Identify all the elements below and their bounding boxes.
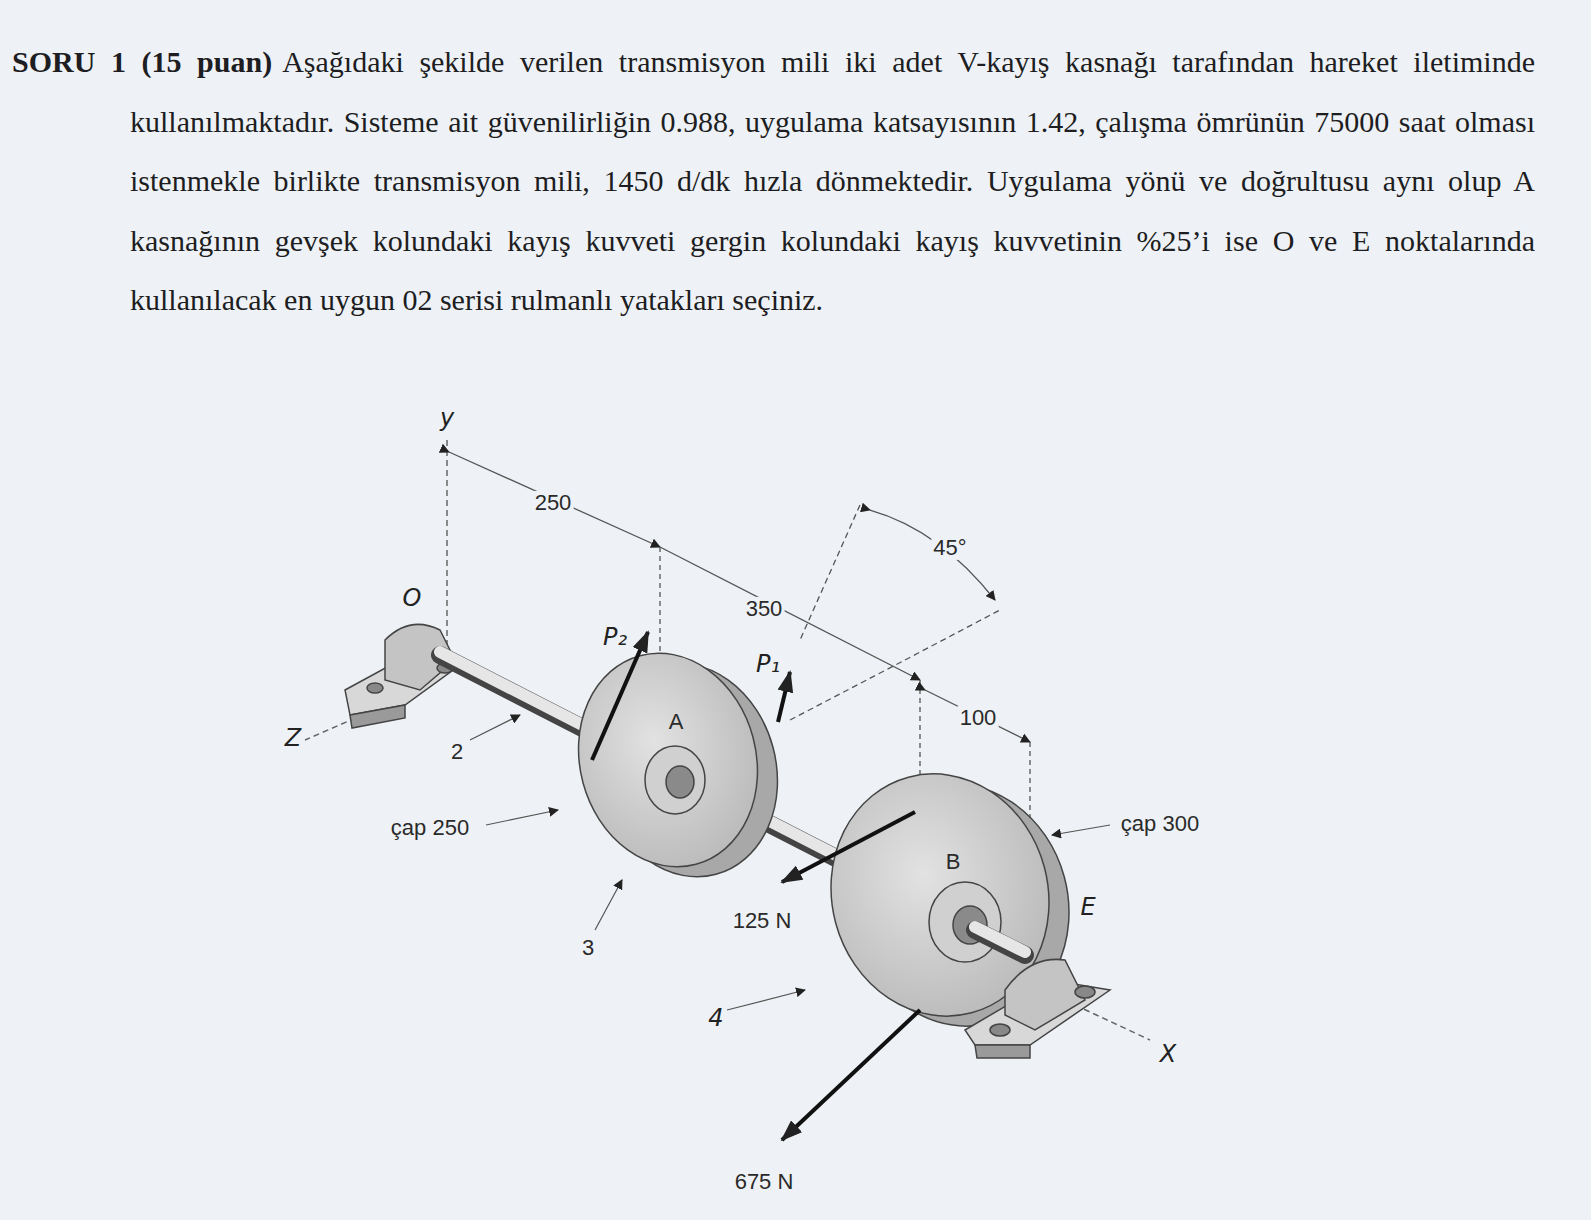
dimension: 250 [533, 491, 574, 515]
point-label: O [401, 585, 424, 611]
bearing-o [345, 624, 460, 728]
diameter-label: çap 300 [1119, 812, 1201, 836]
shaft-end [975, 927, 1025, 952]
pulley-a [555, 633, 801, 897]
question-title: SORU 1 (15 puan) [12, 45, 272, 78]
problem-text: SORU 1 (15 puan)Aşağıdaki şekilde verile… [10, 32, 1535, 330]
axis-label: Z [283, 725, 303, 751]
pulley-label: B [944, 850, 963, 874]
axis-lines [305, 440, 1150, 1040]
pulley-label: A [667, 710, 686, 734]
question-body: Aşağıdaki şekilde verilen transmisyon mi… [130, 45, 1535, 316]
leader-lines [470, 715, 1110, 1010]
force-arrows [592, 632, 920, 1140]
dimension: 100 [958, 706, 999, 730]
callout-number: 2 [449, 740, 465, 764]
diameter-label: çap 250 [389, 816, 471, 840]
pulley-b [804, 749, 1096, 1051]
callout-number: 4 [706, 1005, 725, 1031]
force-label: P₂ [601, 624, 629, 650]
bearing-e [965, 959, 1110, 1058]
force-value: 675 N [733, 1170, 796, 1194]
point-label: E [1078, 894, 1097, 920]
force-value: 125 N [731, 909, 794, 933]
force-label: P₁ [754, 651, 782, 677]
dimension: 350 [744, 597, 785, 621]
angle-dimension: 45° [931, 536, 968, 560]
axis-label: X [1158, 1041, 1178, 1067]
axis-label: y [438, 405, 456, 431]
callout-number: 3 [580, 936, 596, 960]
